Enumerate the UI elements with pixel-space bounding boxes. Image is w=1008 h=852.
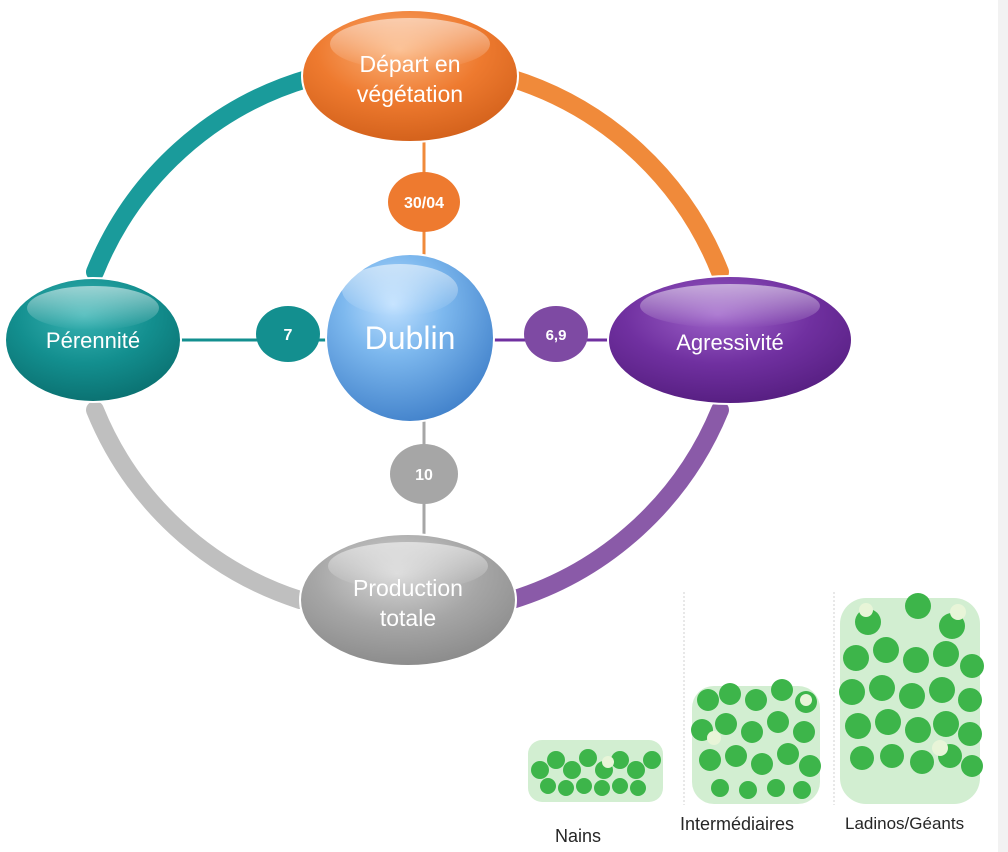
svg-text:6,9: 6,9 xyxy=(546,327,567,344)
value-badge-bottom: 10 xyxy=(390,444,458,504)
svg-text:Dublin: Dublin xyxy=(365,320,456,356)
svg-text:7: 7 xyxy=(284,327,293,344)
svg-text:Production: Production xyxy=(353,575,463,601)
clover-illustration-nains xyxy=(528,740,663,802)
svg-text:Pérennité: Pérennité xyxy=(46,328,140,353)
clover-type-label-nains: Nains xyxy=(555,826,602,846)
svg-text:10: 10 xyxy=(415,467,433,484)
value-badge-right: 6,9 xyxy=(524,306,588,362)
ring-arc-top-left xyxy=(86,69,319,281)
criterion-node-depart-vegetation: Départ en végétation xyxy=(301,9,519,143)
ring-arc-bottom-left xyxy=(86,401,309,609)
svg-text:Départ en: Départ en xyxy=(359,51,460,77)
clover-type-label-ladinos-geants: Ladinos/Géants xyxy=(845,814,965,833)
svg-text:totale: totale xyxy=(380,605,436,631)
criterion-node-perennite: Pérennité xyxy=(4,277,182,403)
criterion-node-agressivite: Agressivité xyxy=(607,275,853,405)
side-panel-strip xyxy=(998,0,1008,852)
svg-text:Agressivité: Agressivité xyxy=(676,330,784,355)
svg-text:végétation: végétation xyxy=(357,81,463,107)
ring-arc-bottom-right xyxy=(503,401,729,609)
clover-illustration-intermediaires xyxy=(691,679,821,804)
center-node-variety: Dublin xyxy=(325,253,495,423)
ring-arc-top-right xyxy=(501,69,729,281)
svg-text:30/04: 30/04 xyxy=(404,195,444,212)
clover-illustration-ladinos-geants xyxy=(839,593,984,804)
value-badge-left: 7 xyxy=(256,306,320,362)
criterion-node-production-totale: Production totale xyxy=(299,533,517,667)
clover-type-label-intermediaires: Intermédiaires xyxy=(680,814,795,834)
value-badge-top: 30/04 xyxy=(388,172,460,232)
